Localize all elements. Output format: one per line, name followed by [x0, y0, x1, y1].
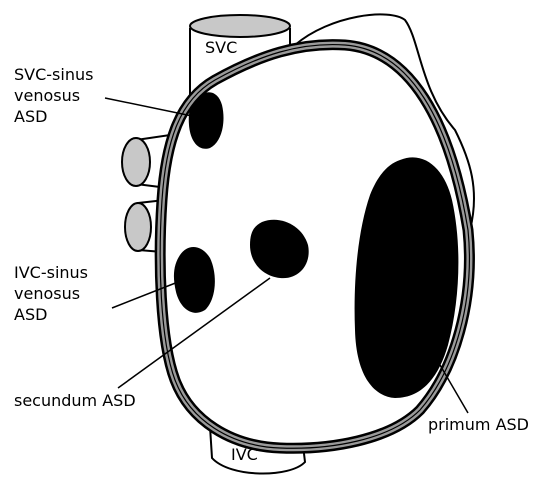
- primum-label: primum ASD: [428, 415, 529, 434]
- svc-sinus-label-line3: ASD: [14, 107, 47, 126]
- svc-label: SVC: [205, 38, 237, 57]
- pulmonary-vein-upper-opening: [122, 138, 150, 186]
- ivc-label: IVC: [231, 445, 258, 464]
- svc-vessel-opening: [190, 15, 290, 37]
- svc-sinus-label-line1: SVC-sinus: [14, 65, 93, 84]
- svc-sinus-label-line2: venosus: [14, 86, 80, 105]
- secundum-label: secundum ASD: [14, 391, 136, 410]
- ivc-sinus-label-line1: IVC-sinus: [14, 263, 88, 282]
- ivc-sinus-label-line2: venosus: [14, 284, 80, 303]
- primum-leader-line: [440, 365, 468, 413]
- ivc-sinus-label-line3: ASD: [14, 305, 47, 324]
- pulmonary-vein-lower-opening: [125, 203, 151, 251]
